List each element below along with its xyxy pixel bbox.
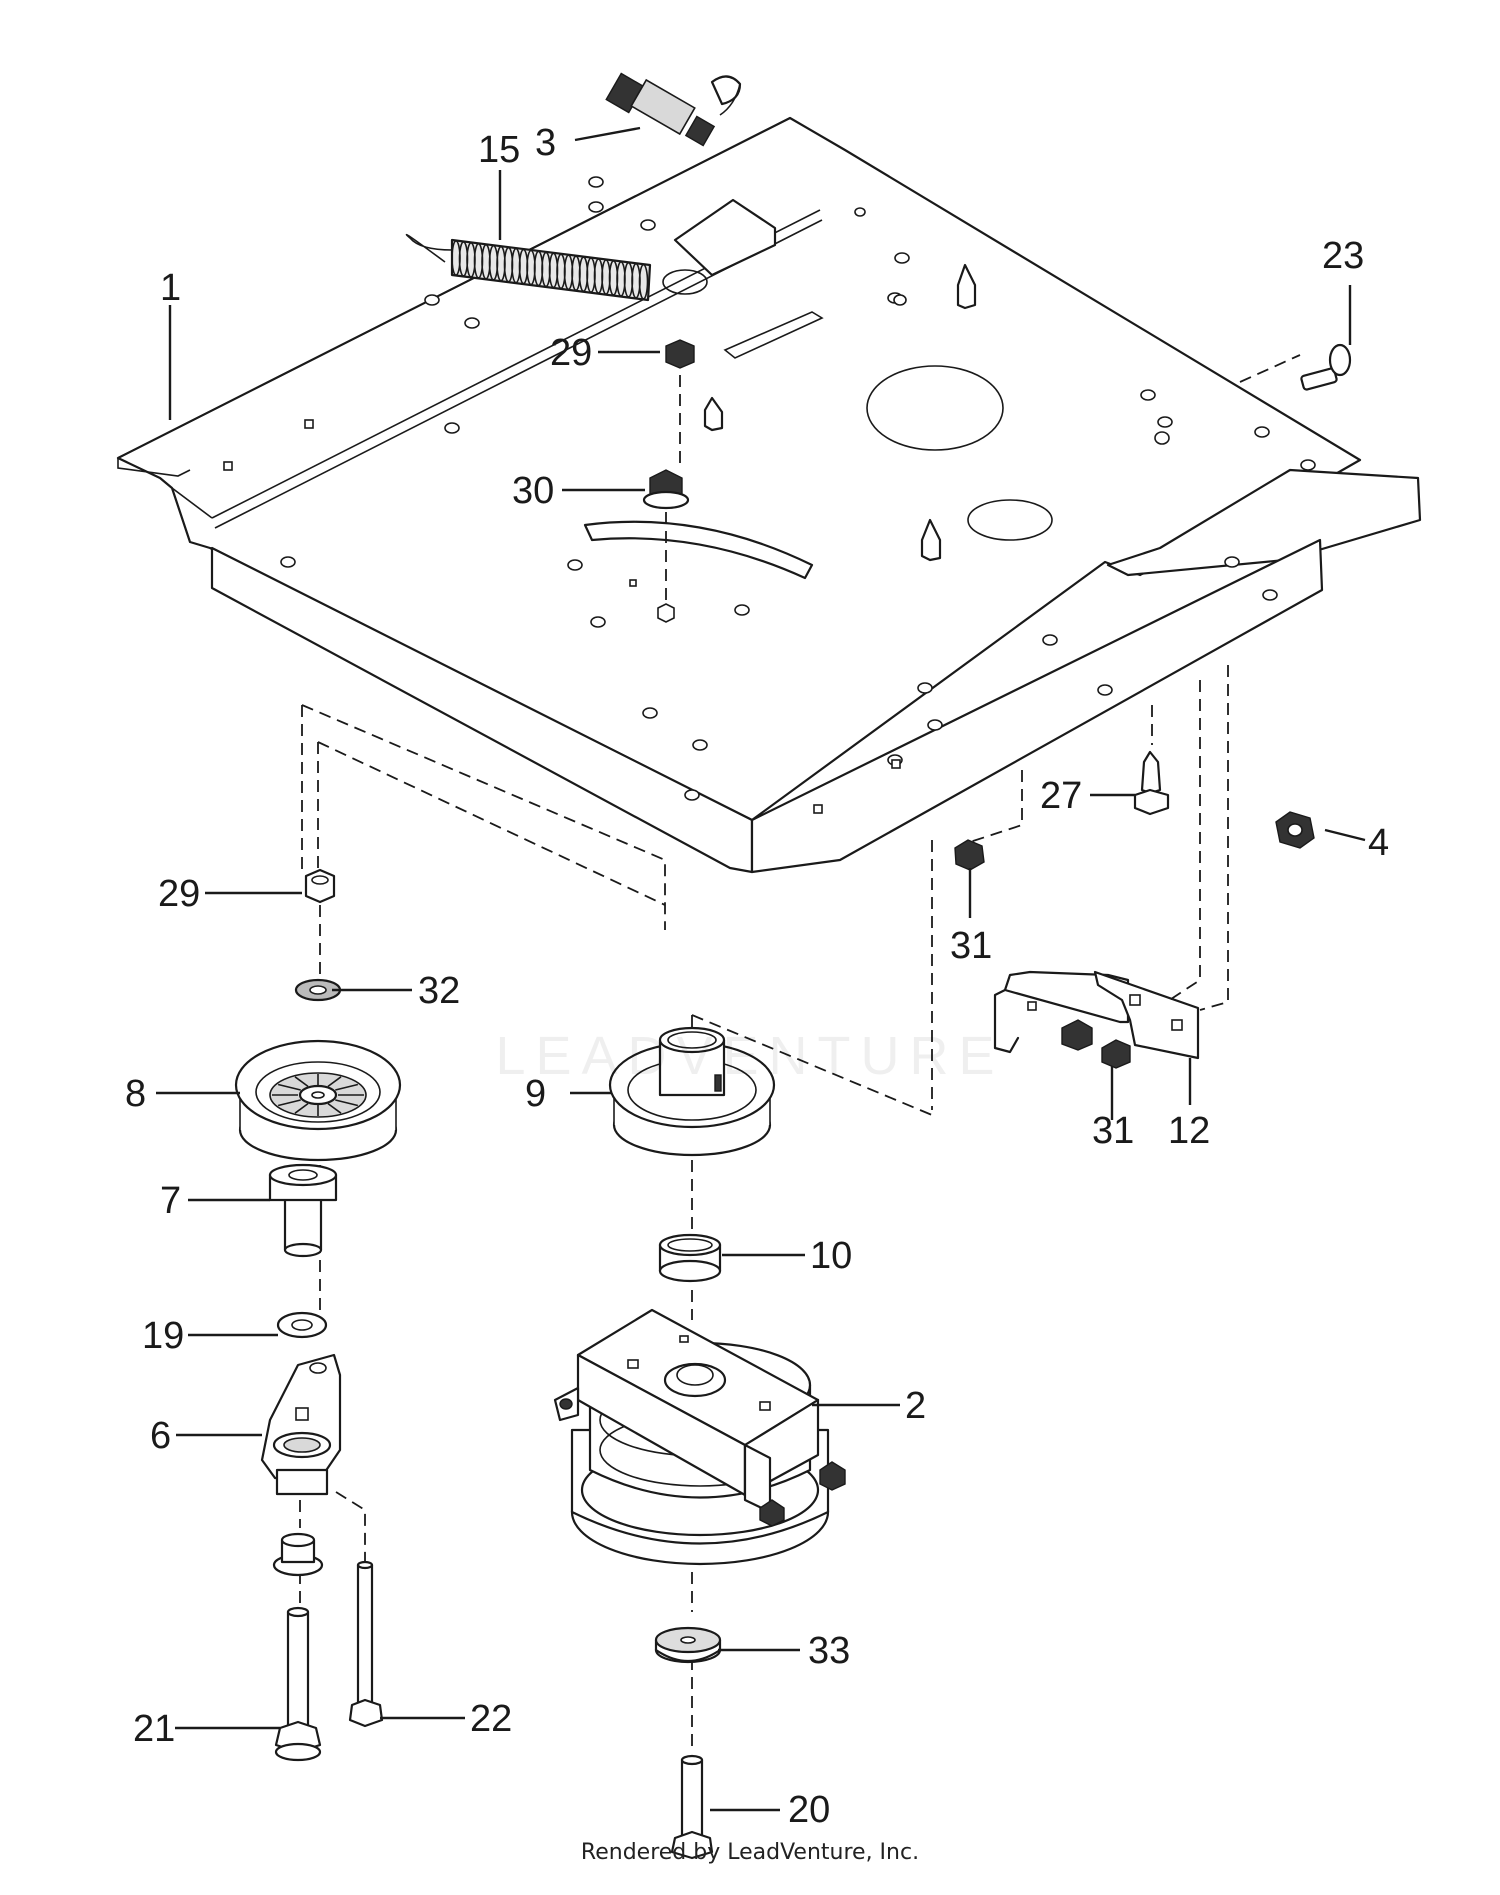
callout-23: 23 <box>1322 235 1364 277</box>
carriage-bolt <box>1300 343 1352 391</box>
nut-upper <box>665 339 695 369</box>
callout-9: 9 <box>525 1073 546 1115</box>
callout-31-left: 31 <box>950 925 992 967</box>
callout-12: 12 <box>1168 1110 1210 1152</box>
callout-27: 27 <box>1040 775 1082 817</box>
drive-pulley <box>608 1026 776 1157</box>
washer-33 <box>654 1626 722 1664</box>
electric-clutch <box>553 1308 846 1566</box>
callout-4: 4 <box>1368 822 1389 864</box>
callout-1: 1 <box>160 267 181 309</box>
callout-32: 32 <box>418 970 460 1012</box>
footer-credit: Rendered by LeadVenture, Inc. <box>580 1840 920 1865</box>
washer-19 <box>276 1311 328 1339</box>
callout-21: 21 <box>133 1708 175 1750</box>
callout-2: 2 <box>905 1385 926 1427</box>
callout-29-upper: 29 <box>550 332 592 374</box>
callout-6: 6 <box>150 1415 171 1457</box>
flange-bolt <box>642 469 690 623</box>
spacer-ring <box>658 1233 722 1283</box>
callout-31-right: 31 <box>1092 1110 1134 1152</box>
callout-15: 15 <box>478 129 520 171</box>
leader-lines <box>156 126 1366 1812</box>
callout-8: 8 <box>125 1073 146 1115</box>
assembly-dash-lines <box>299 354 1301 1752</box>
flange-bushing <box>272 1532 324 1577</box>
lock-nut <box>1275 811 1315 849</box>
nut-lower <box>304 868 336 904</box>
callout-33: 33 <box>808 1630 850 1672</box>
hex-bolt-21 <box>274 1606 322 1762</box>
hex-bolt-20 <box>670 1754 714 1860</box>
callout-19: 19 <box>142 1315 184 1357</box>
callout-20: 20 <box>788 1789 830 1831</box>
plate-holes <box>223 176 1316 814</box>
hex-bolt-22 <box>348 1560 384 1728</box>
idler-arm <box>260 1353 342 1496</box>
grease-fitting <box>605 72 742 147</box>
mounting-plate <box>116 116 1422 874</box>
callout-22: 22 <box>470 1698 512 1740</box>
flange-nut-left <box>954 839 985 871</box>
mounting-bracket <box>993 970 1200 1069</box>
spacer-bushing <box>268 1163 338 1258</box>
callout-7: 7 <box>160 1180 181 1222</box>
watermark: LEADVENTURE <box>495 1026 1005 1086</box>
callout-10: 10 <box>810 1235 852 1277</box>
idler-pulley-flat <box>234 1039 402 1162</box>
tension-spring <box>405 233 708 302</box>
callout-labels: 1 2 3 4 6 7 8 9 10 12 15 19 20 21 22 23 … <box>125 122 1389 1831</box>
callout-30: 30 <box>512 470 554 512</box>
callout-29-lower: 29 <box>158 873 200 915</box>
callout-3: 3 <box>535 122 556 164</box>
pin-bolt <box>1133 750 1170 816</box>
